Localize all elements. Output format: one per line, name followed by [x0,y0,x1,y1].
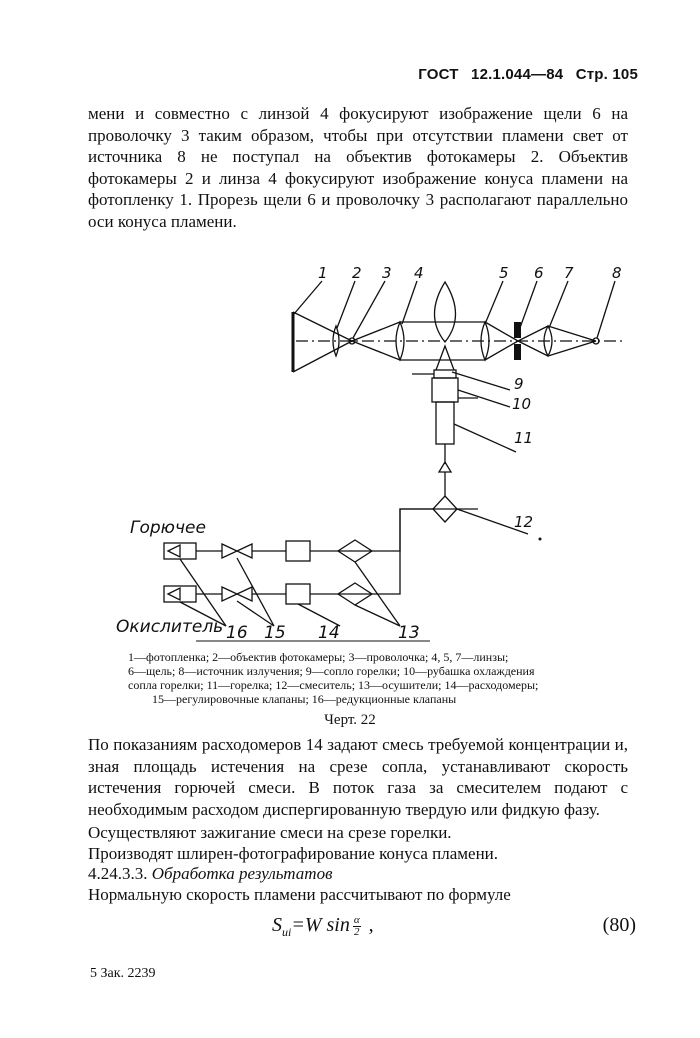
label-1: 1 [318,264,328,282]
section-heading: 4.24.3.3. Обработка результатов [88,863,332,885]
label-5: 5 [499,264,509,282]
label-9: 9 [514,375,524,393]
page-number: Стр. 105 [575,66,638,83]
page-header: ГОСТ 12.1.044—84 Стр. 105 [410,66,638,83]
label-4: 4 [414,264,424,282]
label-6: 6 [534,264,544,282]
label-13: 13 [398,623,420,643]
equation-number: (80) [602,914,636,936]
label-10: 10 [512,395,531,413]
intro-paragraph: мени и совместно с линзой 4 фокусируют и… [88,104,628,231]
oxidizer-label: Окислитель [116,617,223,637]
caption-line-3: сопла горелки; 11—горелка; 12—смеситель;… [128,678,539,692]
formula-denominator: 2 [353,925,360,938]
section-title: Обработка результатов [151,864,333,883]
standard-name: ГОСТ [418,66,459,83]
label-15: 15 [264,623,286,643]
formula-numerator: α [352,913,361,927]
figure-22-diagram: 1 2 3 4 5 6 7 8 9 10 11 12 Горючее Окисл… [116,264,625,643]
formula-intro: Нормальную скорость пламени рассчитывают… [88,885,511,904]
formula-subscript: ui [282,925,292,939]
ignition-line: Осуществляют зажигание смеси на срезе го… [88,823,452,842]
label-7: 7 [564,264,574,282]
label-3: 3 [382,264,392,282]
page-footer: 5 Зак. 2239 [90,966,156,981]
schlieren-line: Производят шлирен-фотографирование конус… [88,844,499,863]
fuel-label: Горючее [130,518,206,538]
label-16: 16 [226,623,248,643]
formula-lhs: S [272,914,282,936]
figure-title: Черт. 22 [324,712,376,728]
label-14: 14 [318,623,340,643]
section-number: 4.24.3.3. [88,864,148,883]
results-paragraph: По показаниям расходомеров 14 задают сме… [88,735,628,819]
label-2: 2 [352,264,362,282]
caption-line-2: 6—щель; 8—источник излучения; 9—сопло го… [128,664,535,678]
label-12: 12 [514,513,533,531]
caption-line-1: 1—фотопленка; 2—объектив фотокамеры; 3—п… [128,650,509,664]
formula-tail: , [363,914,374,936]
caption-line-4: 15—регулировочные клапаны; 16—редукционн… [152,692,457,706]
formula-eq: =W sin [291,914,350,936]
label-8: 8 [612,264,622,282]
standard-number: 12.1.044—84 [471,66,564,83]
label-11: 11 [514,429,533,447]
